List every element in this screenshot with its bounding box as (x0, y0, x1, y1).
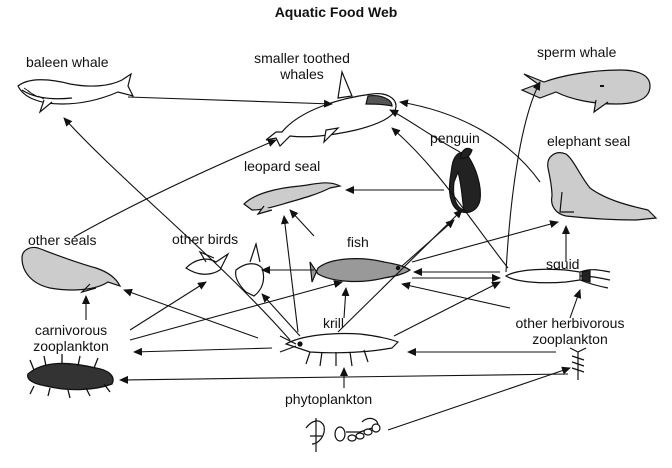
feeding-arrow (127, 96, 333, 108)
fish-drawing (309, 258, 412, 283)
feeding-arrows (63, 81, 582, 431)
sperm-whale-drawing (520, 69, 651, 114)
label-phytoplankton: phytoplankton (285, 391, 373, 407)
feeding-arrow (280, 215, 299, 333)
feeding-arrow (123, 288, 259, 339)
label-fish: fish (347, 234, 369, 250)
feeding-arrow (129, 281, 207, 331)
squid-drawing (504, 268, 611, 289)
label-squid: squid (546, 256, 580, 272)
feeding-arrow (289, 209, 315, 237)
label-line: other herbivorous (515, 315, 625, 331)
feeding-arrow (119, 373, 569, 384)
herbivorous-zooplankton-drawing (569, 347, 587, 380)
label-leopard-seal: leopard seal (244, 158, 321, 174)
feeding-arrow (73, 139, 277, 238)
feeding-arrow (387, 366, 571, 431)
label-baleen-whale: baleen whale (26, 54, 109, 70)
elephant-seal-drawing (547, 152, 658, 221)
other-seal-drawing (21, 246, 122, 294)
feeding-arrow (129, 280, 343, 341)
label-krill: krill (323, 315, 344, 331)
label-line: whales (280, 66, 324, 82)
feeding-arrow (569, 289, 582, 319)
phytoplankton-drawing (305, 417, 381, 452)
diagram-title: Aquatic Food Web (274, 4, 398, 20)
carnivorous-zooplankton-drawing (27, 354, 114, 399)
label-sperm-whale: sperm whale (537, 44, 617, 60)
leopard-seal-drawing (243, 182, 342, 216)
feeding-arrow (337, 209, 463, 333)
feeding-arrow (63, 117, 291, 341)
feeding-arrow (411, 220, 559, 263)
feeding-arrow (401, 281, 511, 309)
label-elephant-seal: elephant seal (547, 133, 631, 149)
label-other-herbivorous-zooplankton: other herbivorous zooplankton (500, 315, 640, 347)
label-line: zooplankton (532, 331, 608, 347)
label-line: zooplankton (33, 338, 109, 354)
label-line: carnivorous (34, 322, 108, 338)
birds-drawing (185, 241, 265, 297)
penguin-drawing (448, 147, 481, 214)
feeding-arrow (399, 99, 541, 183)
label-other-birds: other birds (172, 231, 239, 247)
label-carnivorous-zooplankton: carnivorous zooplankton (6, 322, 136, 354)
feeding-arrow (389, 109, 461, 153)
krill-drawing (279, 332, 400, 367)
feeding-arrow (393, 281, 501, 337)
label-line: smaller toothed (254, 50, 350, 66)
feeding-arrow (341, 287, 350, 319)
orca-drawing (265, 69, 397, 148)
feeding-arrow (505, 81, 541, 273)
label-other-seals: other seals (28, 232, 97, 248)
baleen-whale-drawing (17, 72, 135, 114)
feeding-arrow (133, 347, 273, 356)
feeding-arrow (391, 127, 509, 269)
label-smaller-toothed-whales: smaller toothed whales (232, 50, 372, 82)
feeding-arrow (261, 293, 301, 337)
